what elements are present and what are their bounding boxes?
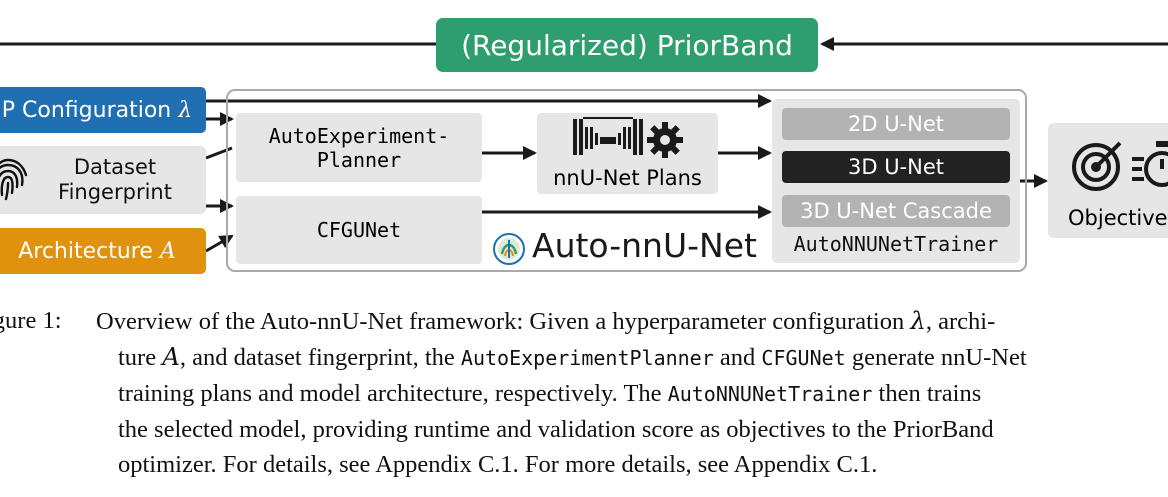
target-icon: [1072, 141, 1122, 191]
model-2d-unet: 2D U-Net: [782, 108, 1010, 140]
caption-line-2: ture A, and dataset fingerprint, the Aut…: [118, 339, 1168, 376]
dataset-fingerprint-label: Dataset Fingerprint: [58, 155, 172, 204]
caption-text-2: , archi-: [925, 308, 996, 335]
dataset-fingerprint-box: Dataset Fingerprint: [0, 146, 206, 214]
caption-arch-symbol: A: [162, 342, 180, 371]
stopwatch-icon: [1132, 141, 1168, 187]
hp-configuration-box: P Configuration λ: [0, 87, 206, 133]
priorband-label: (Regularized) PriorBand: [461, 28, 793, 62]
unet-architecture-icon: [573, 117, 643, 155]
auto-nnunet-logo-text: Auto-nnU-Net: [532, 226, 757, 265]
caption-text-6: generate nnU-Net: [845, 344, 1027, 371]
caption-text-8: then trains: [872, 380, 982, 407]
objectives-label: Objective: [1068, 206, 1168, 230]
caption-body: Overview of the Auto-nnU-Net framework: …: [96, 303, 1168, 482]
caption-label: igure 1:: [0, 307, 62, 334]
caption-text-10: optimizer. For details, see Appendix C.1…: [118, 451, 878, 478]
experiment-planner-box: AutoExperiment- Planner: [236, 113, 482, 182]
gear-icon: [647, 122, 683, 158]
architecture-symbol: A: [159, 238, 176, 264]
cfgunet-label: CFGUNet: [316, 218, 402, 242]
caption-text-7: training plans and model architecture, r…: [118, 380, 668, 407]
experiment-planner-label: AutoExperiment- Planner: [268, 123, 450, 172]
priorband-optimizer-box: (Regularized) PriorBand: [436, 18, 818, 72]
caption-line-3: training plans and model architecture, r…: [118, 376, 1168, 412]
architecture-box: Architecture A: [0, 228, 206, 274]
caption-lambda: λ: [910, 306, 926, 335]
model-3d-unet: 3D U-Net: [782, 151, 1010, 183]
trainer-label: AutoNNUNetTrainer: [793, 232, 999, 256]
fingerprint-icon: [0, 158, 28, 201]
caption-mono-planner: AutoExperimentPlanner: [460, 346, 714, 370]
caption-line-4: the selected model, providing runtime an…: [118, 412, 1168, 447]
lambda-symbol: λ: [178, 97, 193, 123]
caption-text-9: the selected model, providing runtime an…: [118, 416, 994, 443]
objectives-box: Objective: [1048, 123, 1168, 238]
caption-line-1: Overview of the Auto-nnU-Net framework: …: [96, 303, 1168, 339]
caption-text-3: ture: [118, 344, 163, 371]
nnunet-plans-box: nnU-Net Plans: [537, 113, 718, 194]
caption-mono-cfgunet: CFGUNet: [761, 346, 846, 370]
auto-nnunet-logo-icon: [493, 233, 525, 265]
caption-text-5: and: [713, 344, 762, 371]
caption-mono-trainer: AutoNNUNetTrainer: [667, 382, 873, 406]
caption-text-4: , and dataset fingerprint, the: [179, 344, 461, 371]
caption-line-5: optimizer. For details, see Appendix C.1…: [118, 447, 1168, 482]
figure-caption: igure 1: Overview of the Auto-nnU-Net fr…: [0, 303, 1168, 482]
auto-nnunet-framework-frame: [226, 89, 1027, 272]
model-3d-unet-cascade: 3D U-Net Cascade: [782, 195, 1010, 227]
architecture-label: Architecture: [18, 238, 153, 264]
hp-configuration-label: P Configuration: [1, 97, 172, 123]
caption-text-1: Overview of the Auto-nnU-Net framework: …: [96, 308, 911, 335]
cfgunet-box: CFGUNet: [236, 196, 482, 264]
nnunet-plans-label: nnU-Net Plans: [553, 166, 702, 190]
